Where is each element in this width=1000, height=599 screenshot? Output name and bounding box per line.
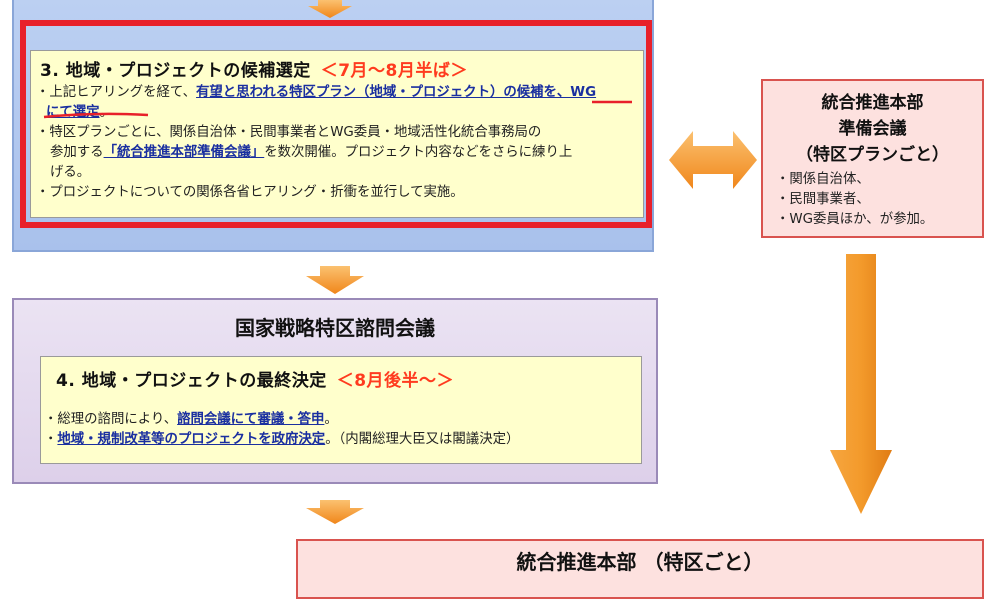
- step4-heading: 4. 地域・プロジェクトの最終決定＜8月後半～＞: [56, 371, 455, 391]
- double-arrow-icon: [669, 131, 757, 189]
- list-item: ・民間事業者、: [776, 192, 870, 207]
- step4-link-deliberation[interactable]: 諮問会議にて審議・答申: [177, 412, 325, 427]
- prep-meeting-list: ・関係自治体、 ・民間事業者、 ・WG委員ほか、が参加。: [776, 170, 933, 230]
- down-arrow-top-icon: [308, 0, 352, 18]
- list-item: ・関係自治体、: [776, 172, 870, 187]
- step3-heading: 3. 地域・プロジェクトの候補選定＜7月～8月半ば＞: [40, 61, 468, 81]
- step3-body: ・上記ヒアリングを経て、有望と思われる特区プラン（地域・プロジェクト）の候補を、…: [36, 85, 597, 200]
- step4-box: [40, 356, 642, 464]
- hq-title: 統合推進本部 （特区ごと）: [516, 550, 764, 574]
- red-underline-marks: [43, 100, 632, 119]
- step3-box: [30, 50, 644, 218]
- list-item: ・WG委員ほか、が参加。: [776, 212, 934, 227]
- down-arrow-bottom-icon: [306, 500, 364, 524]
- step4-period: ＜8月後半～＞: [336, 371, 455, 391]
- council-title: 国家戦略特区諮問会議: [235, 316, 435, 340]
- step4-link-government-decision[interactable]: 地域・規制改革等のプロジェクトを政府決定: [57, 432, 326, 447]
- step4-body: ・総理の諮問により、諮問会議にて審議・答申。 ・地域・規制改革等のプロジェクトを…: [44, 412, 520, 447]
- step3-period: ＜7月～8月半ば＞: [320, 61, 468, 81]
- step3-link-candidates[interactable]: 有望と思われる特区プラン（地域・プロジェクト）の候補を、WG: [196, 85, 597, 100]
- down-arrow-middle-icon: [306, 266, 364, 294]
- prep-meeting-title: 統合推進本部 準備会議 （特区プランごと）: [796, 93, 949, 165]
- step3-link-prep-meeting[interactable]: 「統合推進本部準備会議」: [103, 145, 265, 160]
- highlight-frame: [20, 20, 652, 228]
- down-arrow-long-icon: [830, 254, 892, 514]
- prep-meeting-box: [761, 79, 984, 238]
